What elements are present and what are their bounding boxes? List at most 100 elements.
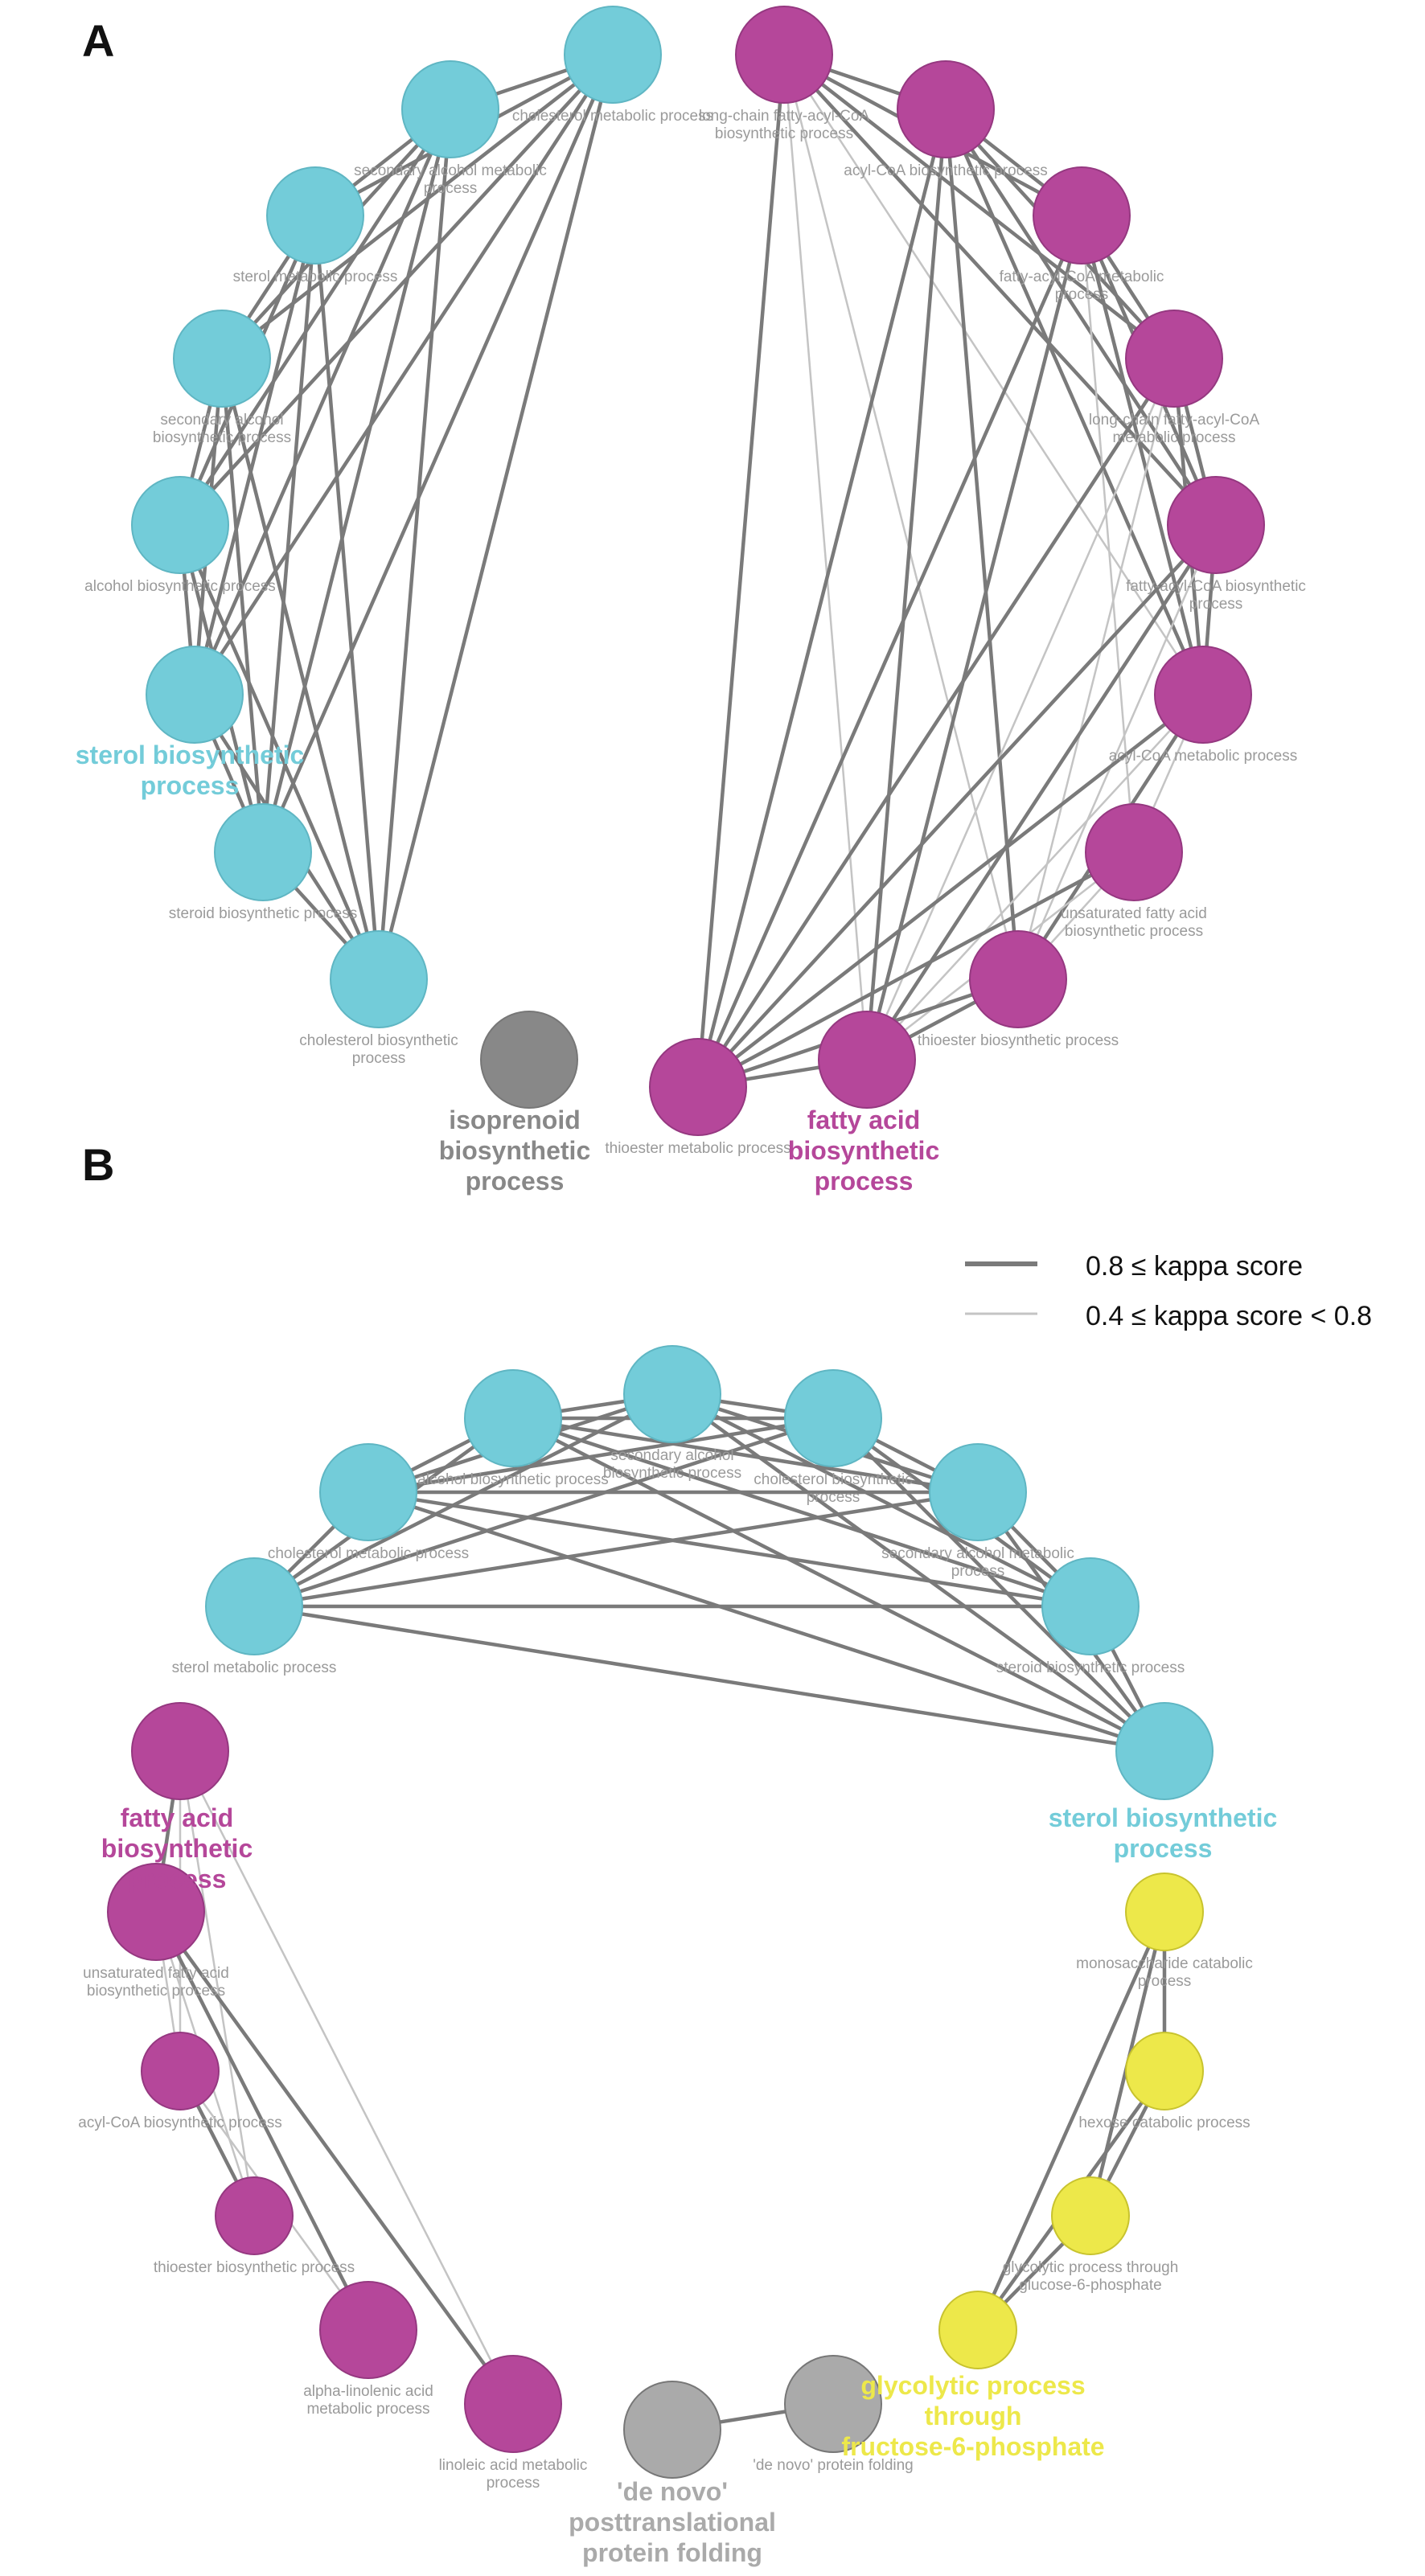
node-b13[interactable] <box>319 2281 417 2379</box>
node-b2[interactable] <box>464 1369 562 1467</box>
node-b5[interactable] <box>929 1443 1027 1541</box>
node-b6[interactable] <box>205 1557 303 1655</box>
node-b11[interactable] <box>141 2032 220 2110</box>
node-a6[interactable] <box>146 646 244 744</box>
node-a19[interactable] <box>649 1038 747 1136</box>
panel-a-letter: A <box>82 15 114 66</box>
node-a17[interactable] <box>969 930 1067 1028</box>
node-label-a7: steroid biosynthetic process <box>169 905 357 922</box>
node-a14[interactable] <box>1167 476 1265 574</box>
edge-b17-b20 <box>975 1911 1167 2331</box>
edge-a1-a4 <box>220 53 614 360</box>
edge-a10-a17 <box>782 54 1020 980</box>
node-label-b11: acyl-CoA biosynthetic process <box>78 2115 281 2131</box>
node-b10[interactable] <box>107 1863 205 1961</box>
edge-a11-a17 <box>943 109 1020 980</box>
node-label-b7: steroid biosynthetic process <box>996 1659 1185 1676</box>
node-label-b4: cholesterol metabolic process <box>268 1545 469 1562</box>
node-b16[interactable] <box>784 2355 882 2453</box>
edge-b3-b6 <box>253 1416 834 1609</box>
node-b18[interactable] <box>1125 2032 1204 2110</box>
node-a11[interactable] <box>897 60 995 158</box>
edge-a14-a18 <box>865 523 1218 1061</box>
node-a10[interactable] <box>735 6 833 104</box>
node-b4[interactable] <box>319 1443 417 1541</box>
node-b12[interactable] <box>215 2176 294 2255</box>
edge-b2-b8 <box>511 1416 1166 1754</box>
node-a4[interactable] <box>173 310 271 408</box>
node-a18[interactable] <box>818 1011 916 1109</box>
edge-a13-a17 <box>1016 358 1176 980</box>
node-b19[interactable] <box>1051 2176 1130 2255</box>
node-b1[interactable] <box>623 1345 721 1443</box>
edge-b2-b7 <box>512 1416 1091 1609</box>
edge-a12-a16 <box>1080 215 1135 853</box>
node-b3[interactable] <box>784 1369 882 1467</box>
node-a9[interactable] <box>480 1011 578 1109</box>
node-b15[interactable] <box>623 2381 721 2479</box>
edge-a10-a19 <box>696 54 786 1088</box>
edge-a5-a8 <box>178 524 381 980</box>
node-a7[interactable] <box>214 803 312 901</box>
edge-b5-b6 <box>253 1490 979 1609</box>
panel-a-nodes <box>131 6 1265 1136</box>
edge-a11-a14 <box>944 108 1218 527</box>
node-b14[interactable] <box>464 2355 562 2453</box>
node-a13[interactable] <box>1125 310 1223 408</box>
legend: 0.8 ≤ kappa score 0.4 ≤ kappa score < 0.… <box>965 1251 1372 1331</box>
edge-a1-a6 <box>193 53 614 696</box>
edge-b9-b12 <box>179 1750 256 2217</box>
node-label-a3: sterol metabolic process <box>233 269 398 285</box>
node-a1[interactable] <box>564 6 662 104</box>
node-a16[interactable] <box>1085 803 1183 901</box>
edge-a15-a18 <box>866 694 1204 1060</box>
edge-a2-a8 <box>376 109 453 980</box>
edge-a14-a19 <box>696 523 1218 1089</box>
node-a3[interactable] <box>266 166 364 265</box>
edge-a1-a8 <box>376 54 615 980</box>
node-b17[interactable] <box>1125 1873 1204 1951</box>
node-label-a11: acyl-CoA biosynthetic process <box>844 162 1047 179</box>
panel-b-nodes <box>107 1345 1214 2479</box>
edge-a3-a8 <box>313 215 381 980</box>
node-a5[interactable] <box>131 476 229 574</box>
node-a12[interactable] <box>1033 166 1131 265</box>
edge-b3-b4 <box>368 1416 834 1495</box>
node-a15[interactable] <box>1154 646 1252 744</box>
node-a2[interactable] <box>401 60 499 158</box>
edge-a13-a18 <box>865 358 1176 1060</box>
edge-a4-a8 <box>220 358 381 980</box>
node-b20[interactable] <box>938 2291 1017 2369</box>
node-label-b18: hexose catabolic process <box>1078 2115 1250 2131</box>
edge-b10-b14 <box>154 1910 515 2406</box>
edge-b3-b8 <box>832 1417 1166 1753</box>
legend-weak-label: 0.4 ≤ kappa score < 0.8 <box>1086 1301 1372 1331</box>
edge-b4-b7 <box>368 1490 1091 1609</box>
panel-b-letter: B <box>82 1139 114 1190</box>
node-a8[interactable] <box>330 930 428 1028</box>
node-b9[interactable] <box>131 1702 229 1800</box>
node-b8[interactable] <box>1115 1702 1214 1800</box>
edge-a2-a7 <box>261 109 453 853</box>
node-b7[interactable] <box>1041 1557 1140 1655</box>
edge-a3-a6 <box>192 215 318 695</box>
edge-b2-b5 <box>512 1416 979 1495</box>
edge-a13-a19 <box>696 357 1176 1089</box>
node-label-a1: cholesterol metabolic process <box>512 108 713 125</box>
edge-a11-a19 <box>696 109 948 1088</box>
edge-a4-a7 <box>220 358 265 853</box>
edge-b1-b8 <box>671 1393 1166 1753</box>
edge-a10-a14 <box>782 53 1218 527</box>
